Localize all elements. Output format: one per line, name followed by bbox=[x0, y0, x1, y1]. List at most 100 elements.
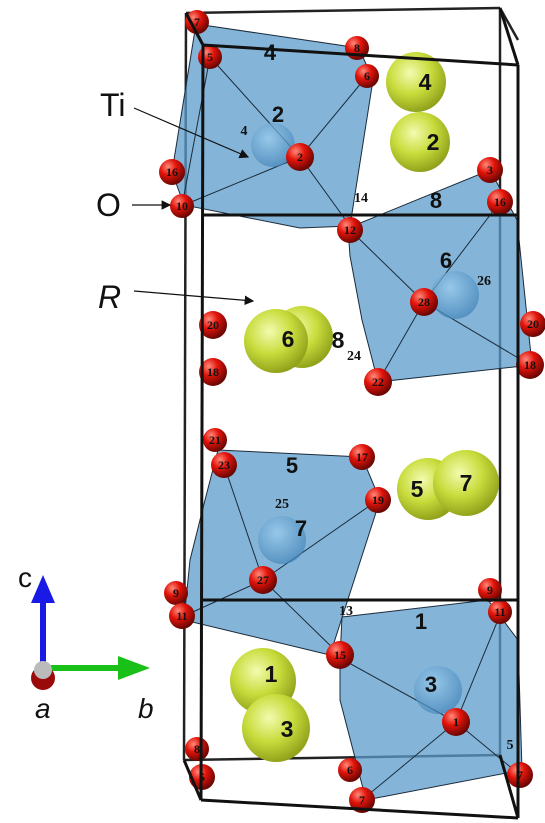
oxygen-atom-16 bbox=[487, 189, 513, 215]
side-labels: Ti O R bbox=[96, 87, 255, 315]
oxygen-atom-15 bbox=[326, 641, 354, 669]
octahedron-label-2: 2 bbox=[272, 102, 284, 127]
r-atom-label-1: 1 bbox=[265, 661, 278, 687]
oxygen-label-18: 18 bbox=[524, 358, 536, 372]
r-atom-label-2: 2 bbox=[427, 129, 440, 155]
oxygen-atom-18 bbox=[516, 351, 544, 379]
oxygen-label-5: 5 bbox=[507, 738, 514, 753]
oxygen-label-5: 5 bbox=[199, 770, 205, 784]
oxygen-atom-1 bbox=[442, 708, 470, 736]
oxygen-atom-27 bbox=[249, 566, 277, 594]
oxygen-label-3: 3 bbox=[487, 163, 493, 177]
ti-label: Ti bbox=[100, 87, 125, 123]
oxygen-label-20: 20 bbox=[207, 318, 219, 332]
r-label: R bbox=[98, 279, 121, 315]
oxygen-label-10: 10 bbox=[176, 199, 188, 213]
oxygen-atom-7 bbox=[507, 762, 533, 788]
octahedron-3 bbox=[339, 599, 523, 801]
oxygen-label-23: 23 bbox=[218, 458, 230, 472]
oxygen-atom-20 bbox=[520, 311, 545, 337]
oxygen-atom-16 bbox=[159, 159, 185, 185]
oxygen-label-1: 1 bbox=[453, 715, 459, 729]
r-atom-label-8: 8 bbox=[332, 327, 345, 353]
r-atom-label-5: 5 bbox=[411, 476, 424, 502]
o-label: O bbox=[96, 187, 121, 223]
oxygen-label-11: 11 bbox=[494, 605, 505, 619]
oxygen-label-12: 12 bbox=[344, 223, 356, 237]
axis-b-label: b bbox=[138, 693, 154, 724]
unit-cell-front bbox=[182, 7, 520, 820]
oxygen-label-22: 22 bbox=[372, 375, 384, 389]
oxygen-label-19: 19 bbox=[372, 493, 384, 507]
oxygen-atom-9 bbox=[164, 581, 188, 605]
oxygen-label-9: 9 bbox=[173, 586, 179, 600]
octahedron-face-label-1: 1 bbox=[415, 609, 427, 634]
oxygen-atom-18 bbox=[199, 358, 227, 386]
oxygen-label-24: 24 bbox=[347, 349, 361, 364]
octahedron-face-label-8: 8 bbox=[430, 188, 442, 213]
ti-site-label-25: 25 bbox=[275, 497, 289, 512]
r-atom-6 bbox=[244, 309, 308, 373]
r-atom-label-7: 7 bbox=[460, 470, 473, 496]
oxygen-atom-28 bbox=[410, 288, 438, 316]
ti-site-label-26: 26 bbox=[477, 274, 491, 289]
oxygen-atom-23 bbox=[211, 452, 237, 478]
r-atom-7 bbox=[433, 450, 499, 516]
oxygen-label-7: 7 bbox=[517, 768, 523, 782]
oxygen-atom-9 bbox=[478, 578, 502, 602]
r-atom-4 bbox=[386, 52, 446, 112]
oxygen-atom-8 bbox=[185, 737, 209, 761]
oxygen-atom-11 bbox=[488, 600, 512, 624]
oxygen-atom-12 bbox=[337, 217, 363, 243]
r-atom-label-3: 3 bbox=[281, 716, 294, 742]
oxygen-label-20: 20 bbox=[527, 317, 539, 331]
r-atom-2 bbox=[390, 112, 450, 172]
octahedron-face-label-5: 5 bbox=[286, 453, 298, 478]
oxygen-label-5: 5 bbox=[207, 50, 213, 64]
oxygen-label-17: 17 bbox=[356, 450, 368, 464]
oxygen-label-18: 18 bbox=[207, 365, 219, 379]
oxygen-label-9: 9 bbox=[487, 583, 493, 597]
oxygen-label-27: 27 bbox=[257, 573, 269, 587]
oxygen-atom-11 bbox=[169, 603, 195, 629]
axis-c-label: c bbox=[18, 562, 32, 593]
oxygen-label-7: 7 bbox=[194, 15, 200, 29]
oxygen-atom-22 bbox=[364, 368, 392, 396]
oxygen-atom-6 bbox=[338, 758, 362, 782]
ti-site-label-4: 4 bbox=[241, 124, 248, 139]
oxygen-label-16: 16 bbox=[166, 165, 178, 179]
oxygen-atom-3 bbox=[477, 157, 503, 183]
oxygen-atom-6 bbox=[355, 64, 379, 88]
oxygen-label-6: 6 bbox=[364, 69, 370, 83]
r-atoms bbox=[230, 52, 499, 762]
oxygen-atom-2 bbox=[286, 143, 314, 171]
axis-a-label: a bbox=[35, 693, 51, 724]
oxygen-atom-7 bbox=[349, 787, 375, 813]
oxygen-label-6: 6 bbox=[347, 763, 353, 777]
oxygen-label-15: 15 bbox=[334, 648, 346, 662]
oxygen-label-21: 21 bbox=[209, 433, 221, 447]
ti-site-label-13: 13 bbox=[339, 604, 353, 619]
octahedron-label-3: 3 bbox=[425, 672, 437, 697]
r-atom-3 bbox=[242, 694, 310, 762]
oxygen-label-8: 8 bbox=[194, 742, 200, 756]
octahedron-label-7: 7 bbox=[295, 516, 307, 541]
octahedron-2 bbox=[171, 23, 374, 229]
octahedron-face-label-4: 4 bbox=[264, 40, 277, 65]
oxygen-atom-21 bbox=[203, 428, 227, 452]
oxygen-atom-17 bbox=[349, 444, 375, 470]
oxygen-label-8: 8 bbox=[354, 41, 360, 55]
oxygen-label-7: 7 bbox=[359, 793, 365, 807]
oxygen-atom-7 bbox=[185, 10, 209, 34]
oxygen-label-11: 11 bbox=[176, 609, 187, 623]
oxygen-label-2: 2 bbox=[297, 150, 303, 164]
oxygen-atom-19 bbox=[365, 487, 391, 513]
oxygen-label-16: 16 bbox=[494, 195, 506, 209]
oxygen-label-28: 28 bbox=[418, 295, 430, 309]
axes-triad: c b a bbox=[18, 562, 154, 724]
r-atom-label-6: 6 bbox=[282, 326, 295, 352]
oxygen-label-14: 14 bbox=[354, 191, 368, 206]
